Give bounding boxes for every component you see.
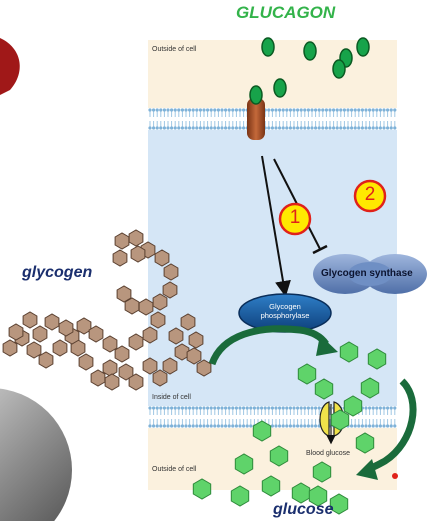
glucose-molecule	[230, 485, 250, 507]
signal-arrow-to-phosphorylase	[261, 155, 291, 297]
glucagon-receptor	[247, 98, 265, 140]
red-decor-shape	[0, 38, 20, 95]
glucagon-molecule	[303, 41, 317, 61]
glycogen-unit	[154, 249, 170, 267]
glycogen-unit	[128, 229, 144, 247]
glucose-molecule	[234, 453, 254, 475]
glucose-molecule	[367, 348, 387, 370]
glycogen-unit	[128, 333, 144, 351]
glycogen-unit	[44, 313, 60, 331]
glycogen-unit	[188, 331, 204, 349]
badge-2	[353, 179, 387, 213]
glucose-molecule	[308, 485, 328, 507]
glycogen-unit	[112, 249, 128, 267]
glycogen-chain	[2, 229, 212, 391]
glycogen-unit	[38, 351, 54, 369]
glycogen-unit	[32, 325, 48, 343]
outside-of-cell-bottom-label: Outside of cell	[152, 466, 197, 473]
inhibition-bar	[312, 244, 328, 255]
glycogen-unit	[88, 325, 104, 343]
glycogen-unit	[142, 357, 158, 375]
glycogen-unit	[26, 341, 42, 359]
badge-1-label: 1	[289, 207, 301, 228]
glycogen-unit	[52, 339, 68, 357]
glycogen-unit	[162, 281, 178, 299]
glycogen-unit	[142, 326, 158, 344]
title-glucagon: GLUCAGON	[236, 3, 336, 22]
glycogen-unit	[124, 297, 140, 315]
glucose-molecule	[360, 377, 380, 399]
glycogen-unit	[76, 317, 92, 335]
glycogen-unit	[168, 327, 184, 345]
glucose-molecule	[312, 461, 332, 483]
glycogen-unit	[138, 298, 154, 316]
glycogen-unit	[180, 313, 196, 331]
cell-membrane-top	[148, 108, 397, 130]
glucagon-molecule	[249, 85, 263, 105]
glycogen-unit	[78, 353, 94, 371]
glucose-molecules	[192, 341, 387, 515]
glycogen-unit	[58, 319, 74, 337]
outside-of-cell-top-label: Outside of cell	[152, 46, 197, 53]
grey-sphere-decor	[0, 388, 72, 526]
glycogen-unit	[114, 232, 130, 250]
glycogen-unit	[196, 359, 212, 377]
glucagon-molecule	[332, 59, 346, 79]
glycogen-unit	[118, 363, 134, 381]
glucagon-molecule	[261, 37, 275, 57]
glycogen-synthase-enzyme	[313, 254, 427, 294]
glycogen-unit	[163, 263, 179, 281]
glycogen-unit	[22, 311, 38, 329]
glycogen-unit	[104, 373, 120, 391]
glucagon-molecule	[356, 37, 370, 57]
glucose-molecule	[355, 432, 375, 454]
glycogen-unit	[152, 293, 168, 311]
glycogen-unit	[102, 335, 118, 353]
badge-2-label: 2	[364, 184, 376, 205]
glucose-molecule	[252, 420, 272, 442]
glycogen-unit	[130, 245, 146, 263]
glucagon-molecules	[249, 37, 370, 105]
glycogen-unit	[8, 323, 24, 341]
glucose-molecule	[329, 493, 349, 515]
glucose-label: glucose	[273, 501, 334, 518]
glycogen-unit	[186, 347, 202, 365]
inside-of-cell-label: Inside of cell	[152, 394, 191, 401]
glycogen-label: glycogen	[22, 264, 93, 281]
glycogen-synthase-label: Glycogen synthase	[321, 268, 413, 279]
glucose-molecule	[314, 378, 334, 400]
blood-glucose-label: Blood glucose	[306, 450, 350, 457]
glycogen-unit	[174, 343, 190, 361]
glucose-molecule	[343, 395, 363, 417]
glycogen-unit	[152, 369, 168, 387]
glucose-molecule	[269, 445, 289, 467]
glycogen-unit	[162, 357, 178, 375]
glycogen-unit	[114, 345, 130, 363]
glucose-molecule	[339, 341, 359, 363]
badge-1	[278, 202, 312, 236]
glucagon-molecule	[273, 78, 287, 98]
glucose-molecule	[192, 478, 212, 500]
glucose-molecule	[261, 475, 281, 497]
glycogen-unit	[90, 369, 106, 387]
red-dot-marker	[392, 473, 398, 479]
glycogen-unit	[2, 339, 18, 357]
glucose-molecule	[291, 482, 311, 504]
glucose-molecule	[297, 363, 317, 385]
glycogen-phosphorylase-label-line2: phosphorylase	[260, 311, 310, 320]
glucose-molecule	[330, 409, 350, 431]
glycogen-unit	[116, 285, 132, 303]
glycogen-phosphorylase-label-line1: Glycogen	[269, 302, 301, 311]
glycogen-unit	[128, 373, 144, 391]
glycogen-unit	[150, 311, 166, 329]
